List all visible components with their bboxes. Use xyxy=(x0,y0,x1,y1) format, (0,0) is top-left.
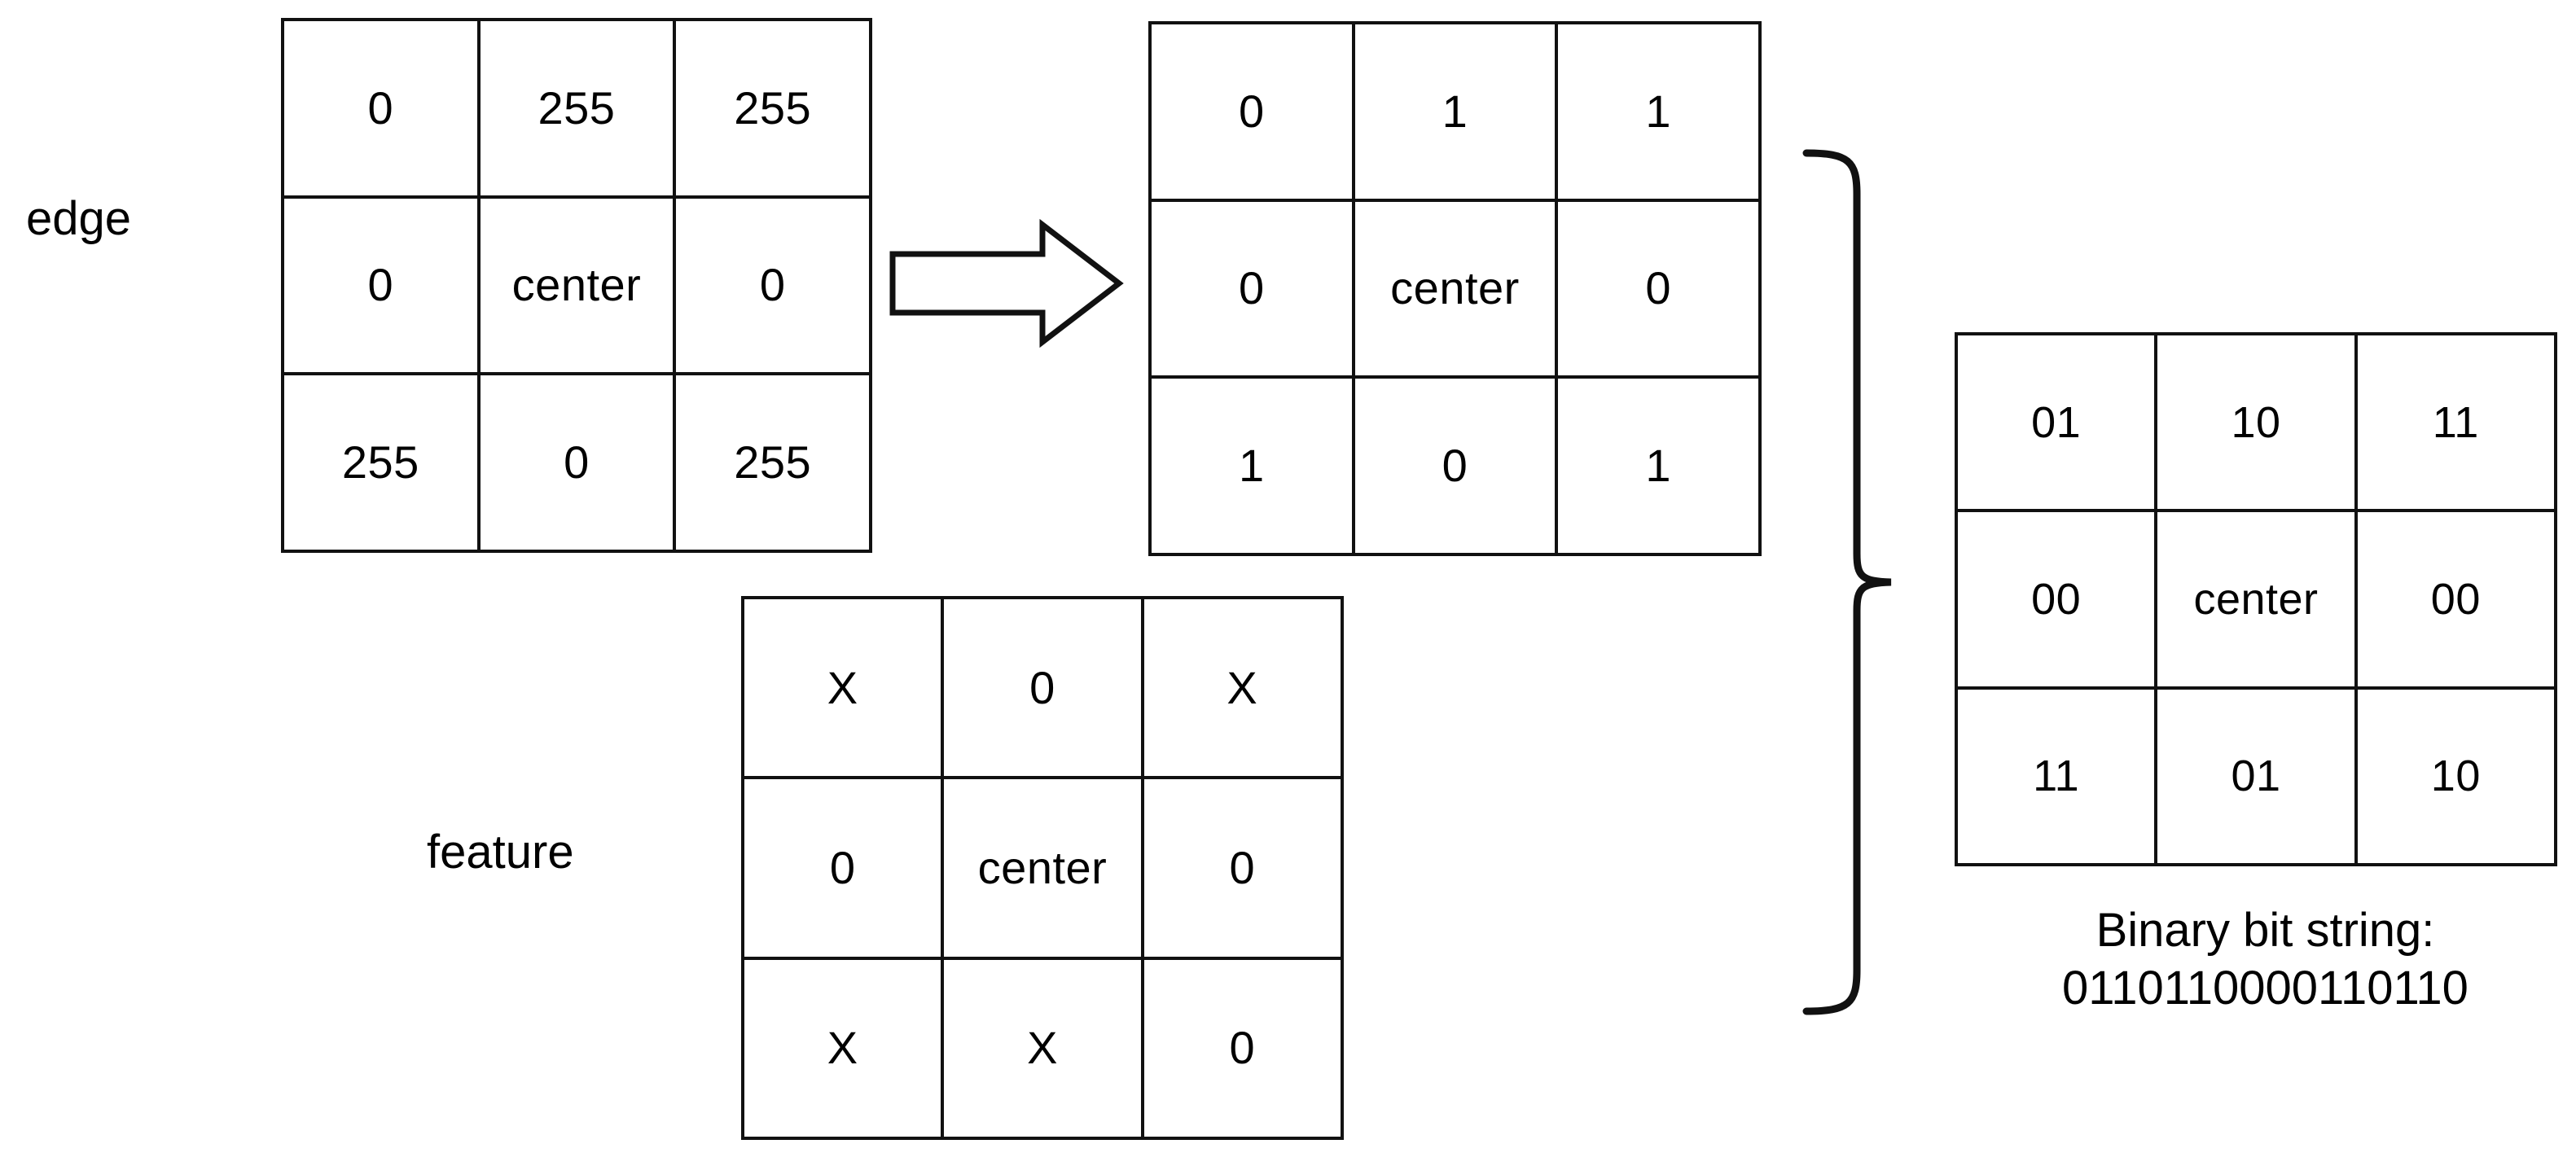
grid-cell: X xyxy=(1143,599,1344,780)
grid-cell: 0 xyxy=(676,198,872,376)
grid-cell: 0 xyxy=(284,21,481,199)
grid-cell: 11 xyxy=(2357,335,2557,513)
grid-cell: 0 xyxy=(284,198,481,376)
grid-cell: 11 xyxy=(1958,689,2158,866)
grid-cell: X xyxy=(944,959,1144,1140)
bitstring-caption-label: Binary bit string: xyxy=(2095,904,2435,957)
grid-cell: 1 xyxy=(1354,24,1559,202)
right-block-arrow-icon xyxy=(889,218,1124,348)
grid-cell: 0 xyxy=(1143,959,1344,1140)
grid-cell: 01 xyxy=(2157,689,2358,866)
grid-cell: 00 xyxy=(1958,512,2158,690)
edge-label: edge xyxy=(26,192,132,245)
grid-cell-center: center xyxy=(944,779,1144,960)
grid-cell: 255 xyxy=(676,375,872,553)
grid-cell: 255 xyxy=(480,21,677,199)
grid-cell: 01 xyxy=(1958,335,2158,513)
grid-cell-center: center xyxy=(1354,201,1559,379)
grid-cell: 1 xyxy=(1558,379,1762,556)
grid-cell: 0 xyxy=(744,779,945,960)
grid-cell: 0 xyxy=(944,599,1144,780)
feature-label: feature xyxy=(427,826,574,879)
edge-intensity-grid: 0 255 255 0 center 0 255 0 255 xyxy=(281,18,872,553)
grid-cell: 0 xyxy=(1152,24,1355,202)
grid-cell: 1 xyxy=(1558,24,1762,202)
edge-binary-grid: 0 1 1 0 center 0 1 0 1 xyxy=(1148,21,1762,556)
grid-cell: 10 xyxy=(2357,689,2557,866)
grid-cell: 255 xyxy=(284,375,481,553)
feature-grid: X 0 X 0 center 0 X X 0 xyxy=(741,596,1344,1140)
grid-cell: 0 xyxy=(1558,201,1762,379)
grid-cell-center: center xyxy=(480,198,677,376)
grid-cell: X xyxy=(744,599,945,780)
bitstring-caption: Binary bit string: 0110110000110110 xyxy=(1955,902,2576,1018)
grid-cell: X xyxy=(744,959,945,1140)
bit-pair-grid: 01 10 11 00 center 00 11 01 10 xyxy=(1955,332,2557,866)
left-curly-brace-icon xyxy=(1802,149,1892,1015)
grid-cell: 0 xyxy=(480,375,677,553)
bitstring-value: 0110110000110110 xyxy=(2062,961,2468,1015)
grid-cell: 00 xyxy=(2357,512,2557,690)
grid-cell-center: center xyxy=(2157,512,2358,690)
grid-cell: 0 xyxy=(1143,779,1344,960)
grid-cell: 10 xyxy=(2157,335,2358,513)
grid-cell: 1 xyxy=(1152,379,1355,556)
grid-cell: 255 xyxy=(676,21,872,199)
grid-cell: 0 xyxy=(1152,201,1355,379)
grid-cell: 0 xyxy=(1354,379,1559,556)
